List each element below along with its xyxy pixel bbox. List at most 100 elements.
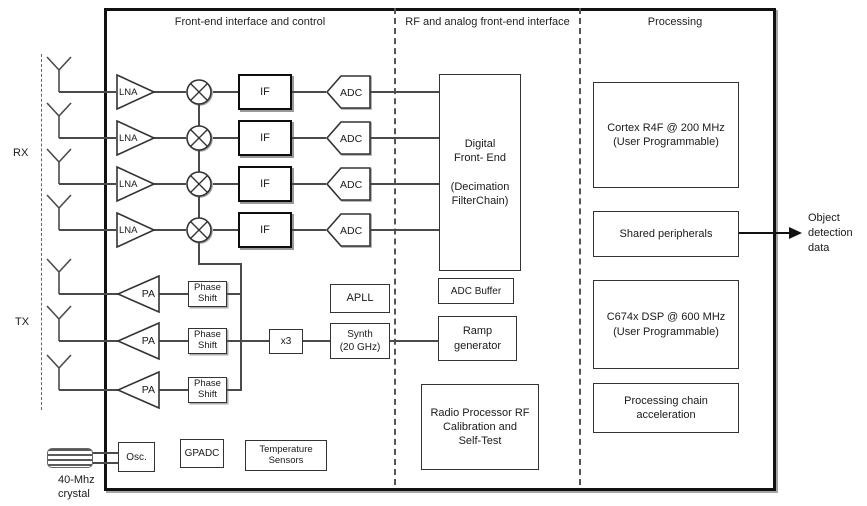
rx2-mixer-if-line [213, 137, 238, 139]
rx3-lna-label: LNA [119, 179, 138, 190]
rx1-mixer-if-line [213, 91, 238, 93]
digital-front-end-block: Digital Front- End (Decimation FilterCha… [439, 74, 521, 271]
rx4-if-adc-line [292, 229, 326, 231]
rx4-if-block: IF [238, 212, 292, 248]
gpadc-block: GPADC [180, 439, 224, 468]
rx1-adc-dfe-line [369, 91, 440, 93]
rx2-antenna-icon [44, 100, 74, 138]
rx3-adc-block: ADC [326, 166, 372, 202]
rx1-lna-mixer-line [154, 91, 186, 93]
cortex-r4f-block: Cortex R4F @ 200 MHz (User Programmable) [593, 82, 739, 188]
tx-label: TX [15, 316, 30, 328]
rx3-lna-mixer-line [154, 183, 186, 185]
rx2-if-block: IF [238, 120, 292, 156]
tx2-antenna-line [59, 340, 118, 342]
object-data-arrow-head [789, 226, 802, 239]
rx2-lna-amplifier: LNA [116, 119, 156, 157]
rx2-lna-mixer-line [154, 137, 186, 139]
tx1-pa-label: PA [141, 288, 155, 300]
antenna-boundary-dashed-line [41, 54, 42, 410]
c674x-dsp-block: C674x DSP @ 600 MHz (User Programmable) [593, 280, 739, 369]
tx2-pa-amplifier: PA [116, 321, 160, 361]
tx3-pa-amplifier: PA [116, 370, 160, 410]
tx3-antenna-line [59, 389, 118, 391]
rx1-adc-label: ADC [340, 87, 363, 99]
ramp-generator-block: Ramp generator [438, 316, 517, 361]
rx3-if-block: IF [238, 166, 292, 202]
rx3-adc-label: ADC [340, 179, 363, 191]
rx3-lna-amplifier: LNA [116, 165, 156, 203]
tx3-pa-ps-line [159, 389, 188, 391]
rx4-lna-amplifier: LNA [116, 211, 156, 249]
rx4-lna-mixer-line [154, 229, 186, 231]
column-divider-2 [579, 8, 581, 485]
tx1-pa-amplifier: PA [116, 274, 160, 314]
tx2-pa-label: PA [141, 335, 155, 347]
rx3-adc-dfe-line [369, 183, 440, 185]
radio-processor-block: Radio Processor RF Calibration and Self-… [421, 384, 539, 470]
section-header-front-end: Front-end interface and control [174, 16, 326, 28]
object-detection-data-label: Object detection data [808, 212, 853, 254]
rx1-if-block: IF [238, 74, 292, 110]
osc-block: Osc. [118, 442, 155, 472]
tx1-pa-ps-line [159, 293, 188, 295]
rx1-lna-label: LNA [119, 87, 138, 98]
temperature-sensors-block: Temperature Sensors [245, 440, 327, 471]
rx2-mixer-icon [185, 124, 213, 152]
rx1-mixer-icon [185, 78, 213, 106]
rx2-adc-label: ADC [340, 133, 363, 145]
rx4-lna-label: LNA [119, 225, 138, 236]
lo-bus-line [240, 263, 242, 391]
tx3-phase-shift-block: Phase Shift [188, 377, 227, 403]
rx2-antenna-line [59, 137, 116, 139]
rx4-adc-block: ADC [326, 212, 372, 248]
chip-outline [104, 8, 776, 491]
tx2-pa-ps-line [159, 340, 188, 342]
column-divider-1 [394, 8, 396, 485]
tx3-ps-bus-line [227, 389, 241, 391]
rx4-adc-label: ADC [340, 225, 363, 237]
synth-block: Synth (20 GHz) [330, 323, 390, 359]
rx3-antenna-icon [44, 146, 74, 184]
tx2-ps-x3-line [227, 340, 269, 342]
crystal-label: 40-Mhz crystal [58, 474, 95, 501]
rx1-antenna-icon [44, 54, 74, 92]
object-data-arrow-line [739, 232, 790, 234]
rx2-adc-block: ADC [326, 120, 372, 156]
rx3-mixer-icon [185, 170, 213, 198]
x3-synth-line [303, 340, 330, 342]
tx1-antenna-line [59, 293, 118, 295]
rx4-mixer-icon [185, 216, 213, 244]
processing-acceleration-block: Processing chain acceleration [593, 383, 739, 433]
tx3-pa-label: PA [141, 384, 155, 396]
section-header-rf-analog: RF and analog front-end interface [405, 16, 570, 28]
crystal-icon [47, 448, 93, 468]
rx1-adc-block: ADC [326, 74, 372, 110]
tx2-phase-shift-block: Phase Shift [188, 328, 227, 354]
rx4-antenna-line [59, 229, 116, 231]
rx4-antenna-icon [44, 192, 74, 230]
rx3-mixer-if-line [213, 183, 238, 185]
rx4-mixer-if-line [213, 229, 238, 231]
tx1-antenna-icon [44, 256, 74, 294]
rx2-if-adc-line [292, 137, 326, 139]
rx4-adc-dfe-line [369, 229, 440, 231]
rx3-if-adc-line [292, 183, 326, 185]
tx3-antenna-icon [44, 352, 74, 390]
tx2-antenna-icon [44, 303, 74, 341]
adc-buffer-block: ADC Buffer [438, 278, 514, 304]
rx1-antenna-line [59, 91, 116, 93]
x3-multiplier-block: x3 [269, 329, 303, 354]
rx-label: RX [13, 147, 29, 159]
rx2-lna-label: LNA [119, 133, 138, 144]
rx2-adc-dfe-line [369, 137, 440, 139]
apll-block: APLL [330, 284, 390, 313]
section-header-processing: Processing [647, 16, 703, 28]
shared-peripherals-block: Shared peripherals [593, 211, 739, 257]
rx1-lna-amplifier: LNA [116, 73, 156, 111]
rx1-if-adc-line [292, 91, 326, 93]
lo-elbow-line [198, 263, 241, 265]
tx1-ps-bus-line [227, 293, 241, 295]
tx1-phase-shift-block: Phase Shift [188, 281, 227, 307]
